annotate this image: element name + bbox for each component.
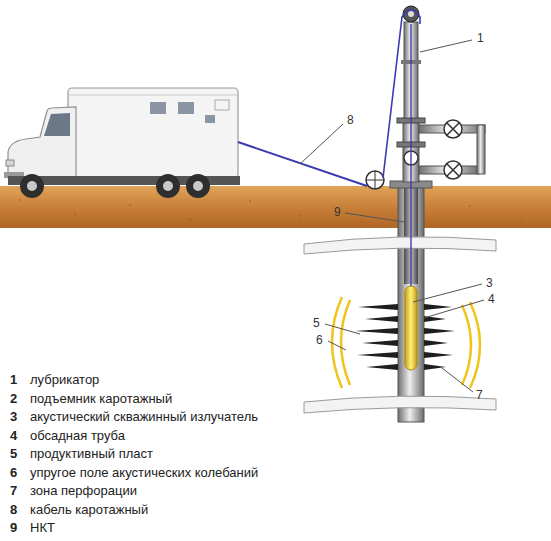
leader-line: [424, 300, 484, 318]
sheave-hub: [408, 11, 414, 17]
callout-number: 3: [486, 276, 493, 291]
valve: [444, 120, 462, 138]
logging-cable: [410, 24, 411, 286]
sheave-spokes: [366, 171, 384, 189]
key-label: упругое поле акустических колебаний: [30, 465, 258, 480]
top-sheave: [403, 6, 419, 22]
key-number: 8: [10, 502, 17, 517]
spike: [362, 340, 398, 346]
leader-line: [325, 324, 360, 334]
strata-cut: [304, 396, 496, 413]
key-number: 1: [10, 372, 17, 387]
key-number: 2: [10, 391, 17, 406]
key-number: 9: [10, 520, 17, 535]
ground-speck: [469, 205, 471, 207]
truck-window: [205, 115, 215, 123]
key-number: 3: [10, 409, 17, 424]
key-number: 5: [10, 446, 17, 461]
wave-arc: [332, 297, 342, 388]
truck-cab: [8, 107, 76, 182]
leader-line: [420, 40, 472, 52]
wheel-hub: [193, 181, 203, 191]
spike: [357, 352, 398, 358]
ground-speck: [189, 218, 191, 220]
cab-window: [44, 113, 70, 136]
truck-roof-line: [68, 95, 238, 96]
key-number: 6: [10, 465, 17, 480]
wave-arc: [462, 305, 471, 385]
key-label: НКТ: [30, 520, 55, 535]
valve-cross: [447, 123, 459, 135]
side-outlet: [477, 125, 485, 174]
headlight: [6, 160, 14, 166]
valve-cross: [447, 164, 459, 176]
leader-line: [328, 341, 346, 350]
ground-speck: [74, 213, 76, 215]
key-number: 4: [10, 428, 17, 443]
spike: [366, 364, 398, 370]
truck-vent: [215, 100, 229, 110]
ground-speck: [249, 200, 251, 202]
callout-number: 5: [313, 316, 320, 331]
acoustic-emitter: [405, 286, 417, 370]
key-number: 7: [10, 483, 17, 498]
spike: [358, 304, 398, 310]
leader-line: [300, 124, 343, 164]
key-label: акустический скважинный излучатель: [30, 409, 258, 424]
leader-line: [413, 284, 482, 302]
key-label: подъемник каротажный: [30, 391, 172, 406]
spike: [424, 328, 455, 334]
ground-speck: [19, 199, 21, 201]
callout-number: 7: [476, 388, 483, 403]
strata-cut: [304, 237, 496, 254]
wheel-hub: [163, 181, 173, 191]
leader-line: [345, 213, 404, 222]
ground-layer: [0, 186, 551, 228]
leader-lines: [300, 40, 484, 392]
ground-speck: [299, 215, 301, 217]
truck-body: [68, 88, 238, 178]
callout-number: 6: [316, 333, 323, 348]
key-label: продуктивный пласт: [30, 446, 153, 461]
key-label: зона перфорации: [30, 483, 137, 498]
callout-number: 1: [477, 31, 484, 46]
ground-sheave: [366, 171, 384, 189]
valve-symbol: [404, 120, 462, 179]
ground-texture: [19, 199, 521, 221]
spike: [424, 352, 453, 358]
spike: [424, 340, 448, 346]
logging-truck: [4, 88, 240, 198]
ground-speck: [129, 204, 131, 206]
spike: [365, 316, 398, 322]
ground-speck: [519, 219, 521, 221]
key-label: кабель каротажный: [30, 502, 148, 517]
wheel: [20, 174, 44, 198]
truck-window: [178, 102, 194, 114]
logging-cable: [383, 10, 420, 179]
truck-window: [150, 102, 166, 114]
wheel: [156, 174, 180, 198]
callout-number: 9: [334, 205, 341, 220]
callout-number: 4: [488, 292, 495, 307]
spike: [424, 304, 452, 310]
wave-arc: [341, 300, 350, 385]
leader-line: [442, 368, 473, 392]
wheel: [186, 174, 210, 198]
key-label: обсадная труба: [30, 428, 125, 443]
key-label: лубрикатор: [30, 372, 99, 387]
spike: [355, 328, 398, 334]
wheel-hub: [27, 181, 37, 191]
valve: [444, 161, 462, 179]
wave-arc: [470, 302, 480, 388]
logging-cable: [238, 142, 367, 186]
callout-number: 8: [347, 113, 354, 128]
